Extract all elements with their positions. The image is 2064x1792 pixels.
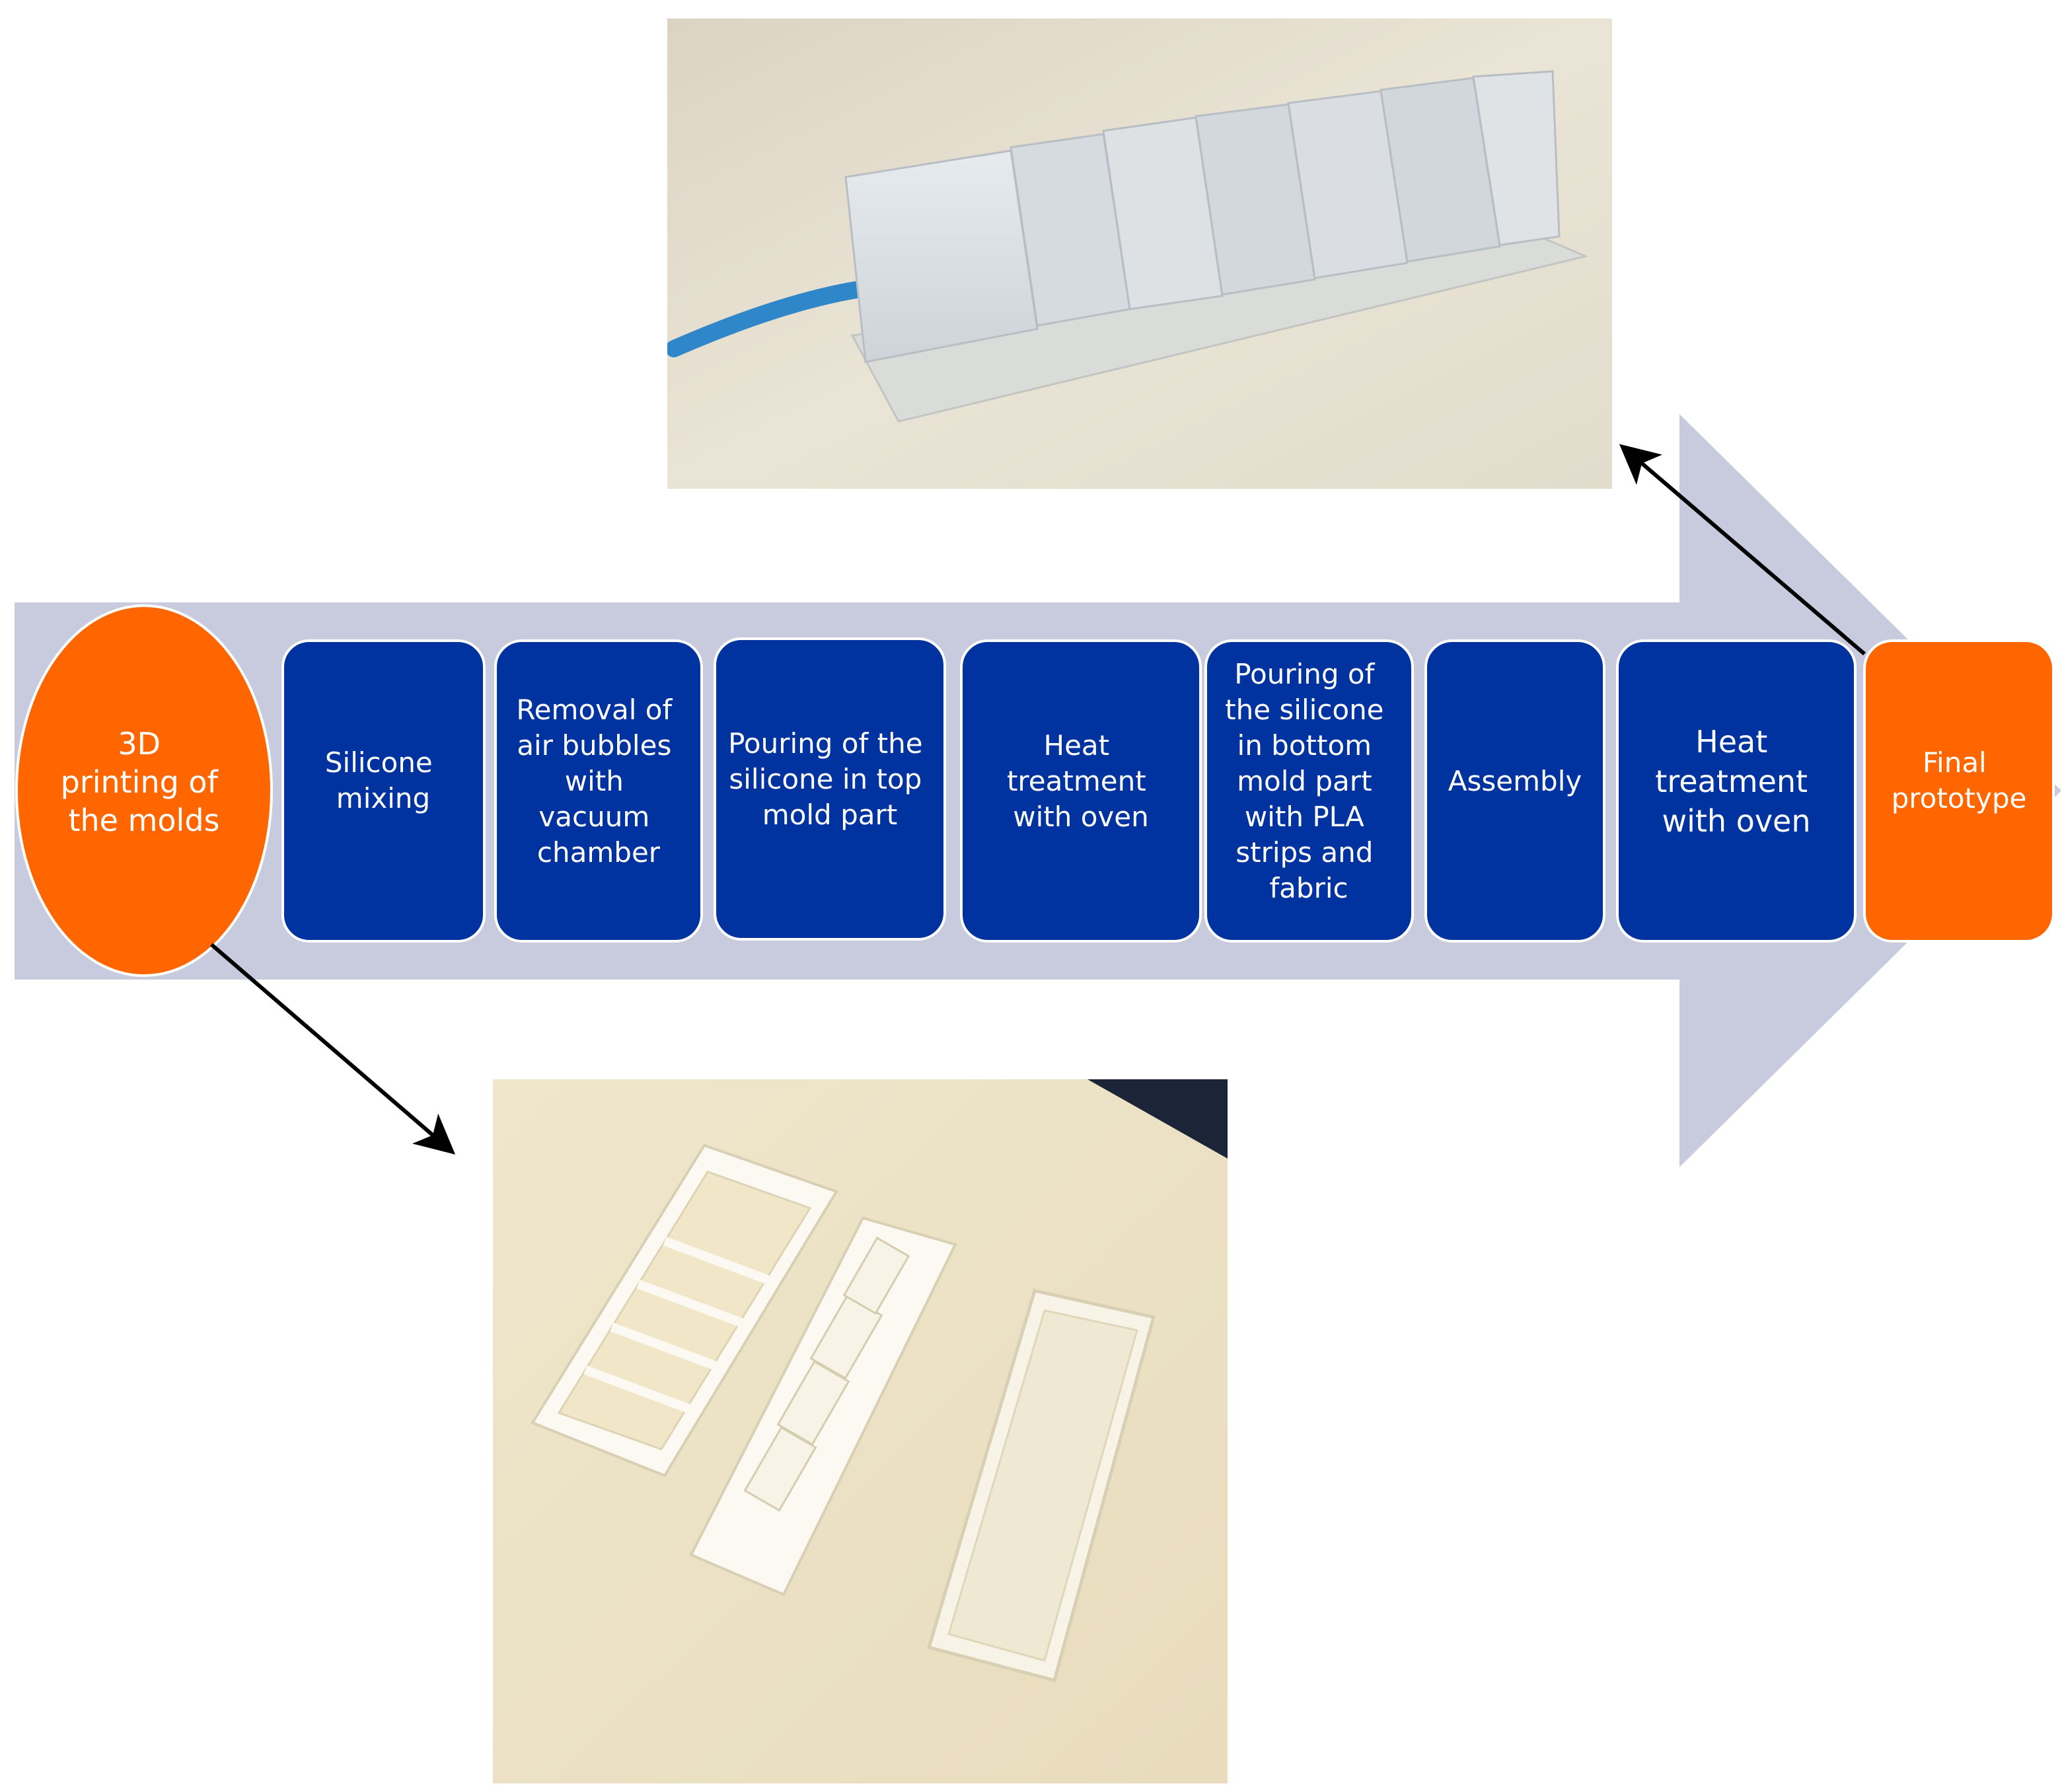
end-node-shape [1863, 639, 2055, 943]
step-2-line-5: chamber [537, 836, 661, 869]
start-to-molds-photo-arrow [210, 943, 456, 1155]
step-3-line-2: silicone in top [729, 763, 922, 795]
printed-molds-illustration [493, 1079, 1228, 1783]
step-1-box [281, 639, 486, 943]
step-2-label: Removal of air bubbles with vacuum chamb… [516, 694, 681, 869]
start-node-line-3: the molds [68, 803, 219, 838]
final-prototype-illustration [667, 18, 1612, 489]
step-5-line-4: mold part [1237, 765, 1372, 797]
step-1-line-1: Silicone [325, 746, 433, 779]
end-node: Final prototype [1863, 639, 2055, 943]
start-node: 3D printing of the molds [15, 604, 273, 977]
end-node-label: Final prototype [1892, 746, 2027, 814]
step-7-line-3: with oven [1662, 803, 1810, 839]
step-6-line-1: Assembly [1448, 765, 1582, 797]
step-2-line-2: air bubbles [517, 729, 671, 762]
step-2-line-1: Removal of [516, 694, 673, 726]
step-5-label: Pouring of the silicone in bottom mold p… [1225, 658, 1393, 904]
start-node-line-2: printing of [61, 764, 219, 800]
step-heat-treatment-1: Heat treatment with oven [960, 639, 1202, 943]
start-node-line-1: 3D [118, 726, 161, 762]
end-node-line-2: prototype [1892, 782, 2027, 814]
step-5-line-6: strips and [1235, 836, 1373, 869]
step-2-box [494, 639, 703, 943]
step-2-line-4: vacuum [538, 801, 649, 833]
step-pouring-bottom-mold: Pouring of the silicone in bottom mold p… [1204, 639, 1414, 943]
step-4-label: Heat treatment with oven [1007, 729, 1155, 833]
step-assembly: Assembly [1424, 639, 1605, 943]
step-4-line-1: Heat [1044, 729, 1110, 762]
step-5-line-2: the silicone [1225, 694, 1383, 726]
step-pouring-top-mold: Pouring of the silicone in top mold part [714, 637, 946, 941]
end-to-prototype-photo-arrow [1619, 444, 1866, 656]
step-3-line-3: mold part [762, 799, 897, 831]
step-2-line-3: with [565, 765, 624, 797]
start-node-label: 3D printing of the molds [61, 726, 228, 838]
step-4-line-2: treatment [1007, 765, 1146, 797]
step-6-box [1424, 639, 1605, 943]
final-prototype-photo [667, 18, 1612, 489]
step-7-label: Heat treatment with oven [1655, 724, 1817, 839]
step-7-line-1: Heat [1695, 724, 1767, 760]
step-removal-of-air-bubbles: Removal of air bubbles with vacuum chamb… [494, 639, 703, 943]
step-4-box [960, 639, 1202, 943]
step-1-line-2: mixing [336, 782, 430, 814]
step-3-box [714, 637, 946, 941]
step-5-line-5: with PLA [1245, 801, 1364, 833]
step-1-label: Silicone mixing [325, 746, 441, 814]
step-5-line-7: fabric [1269, 872, 1348, 904]
step-5-line-1: Pouring of [1234, 658, 1375, 690]
step-7-box [1616, 639, 1857, 943]
step-3-label: Pouring of the silicone in top mold part [728, 727, 932, 831]
printed-molds-photo [493, 1079, 1228, 1783]
step-6-label: Assembly [1448, 765, 1582, 797]
step-4-line-3: with oven [1013, 801, 1148, 833]
step-5-box [1204, 639, 1414, 943]
end-node-line-1: Final [1923, 746, 1987, 779]
step-3-line-1: Pouring of the [728, 727, 922, 760]
start-node-shape [15, 604, 273, 977]
step-5-line-3: in bottom [1237, 729, 1372, 762]
step-7-line-2: treatment [1655, 764, 1808, 799]
step-silicone-mixing: Silicone mixing [281, 639, 486, 943]
step-heat-treatment-2: Heat treatment with oven [1616, 639, 1857, 943]
